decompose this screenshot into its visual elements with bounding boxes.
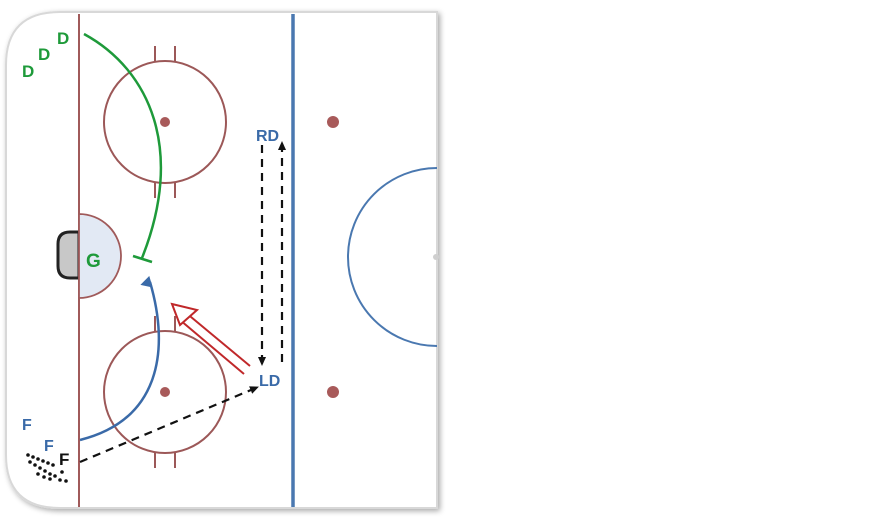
faceoff-circle-bottom	[103, 316, 227, 468]
pass-to-ld	[79, 385, 259, 464]
forward-label-1: F	[22, 417, 32, 434]
forward-skate-path	[79, 275, 161, 442]
defense-label-1: D	[22, 62, 34, 81]
faceoff-dot	[160, 387, 170, 397]
neutral-dot-bottom	[327, 386, 339, 398]
left-defense-label: LD	[259, 373, 280, 390]
forward-label-2: F	[44, 438, 54, 455]
puck-pile	[26, 453, 68, 483]
goalie-label: G	[86, 251, 101, 272]
neutral-dot-top	[327, 116, 339, 128]
center-circle-arc	[347, 167, 438, 347]
goal-net	[56, 230, 81, 280]
defense-label-3: D	[57, 29, 69, 48]
center-dot-edge	[433, 254, 439, 260]
faceoff-dot	[160, 117, 170, 127]
forward-label-3: F	[59, 450, 69, 469]
rink-surface	[5, 11, 438, 509]
defense-label-2: D	[38, 45, 50, 64]
defense-skate-path	[83, 32, 163, 259]
shot-arrow	[170, 302, 251, 375]
right-defense-label: RD	[256, 128, 279, 145]
goal-crease	[78, 213, 122, 299]
faceoff-circle-top	[103, 46, 227, 198]
skate-stop-mark	[132, 254, 153, 264]
